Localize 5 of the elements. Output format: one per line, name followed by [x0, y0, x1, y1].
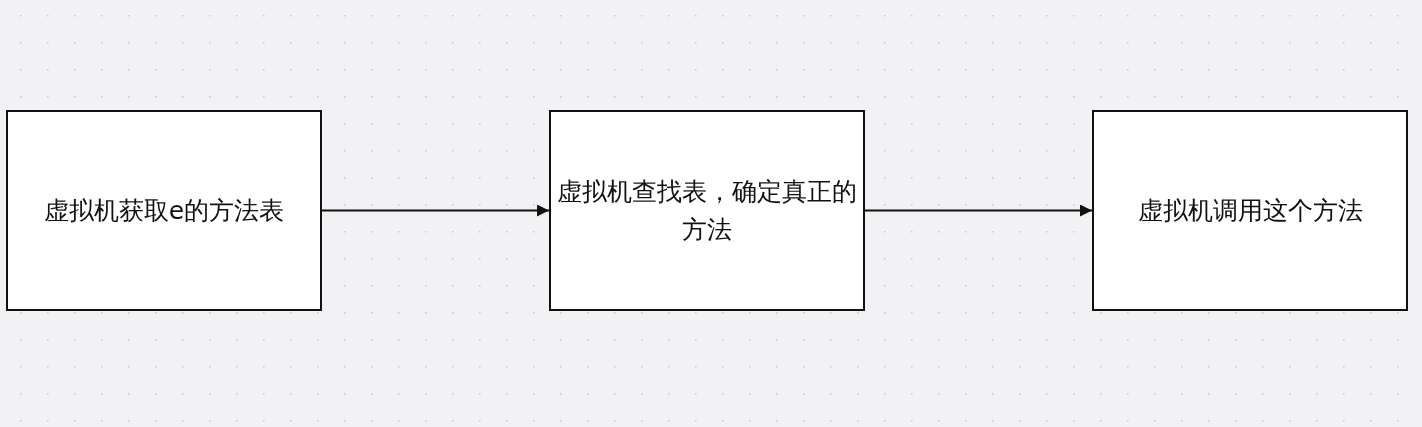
- process-box: 虚拟机调用这个方法: [1092, 110, 1408, 311]
- arrow: [321, 204, 550, 217]
- arrow: [864, 204, 1093, 217]
- process-box: 虚拟机获取e的方法表: [6, 110, 322, 311]
- process-box: 虚拟机查找表，确定真正的方法: [549, 110, 865, 311]
